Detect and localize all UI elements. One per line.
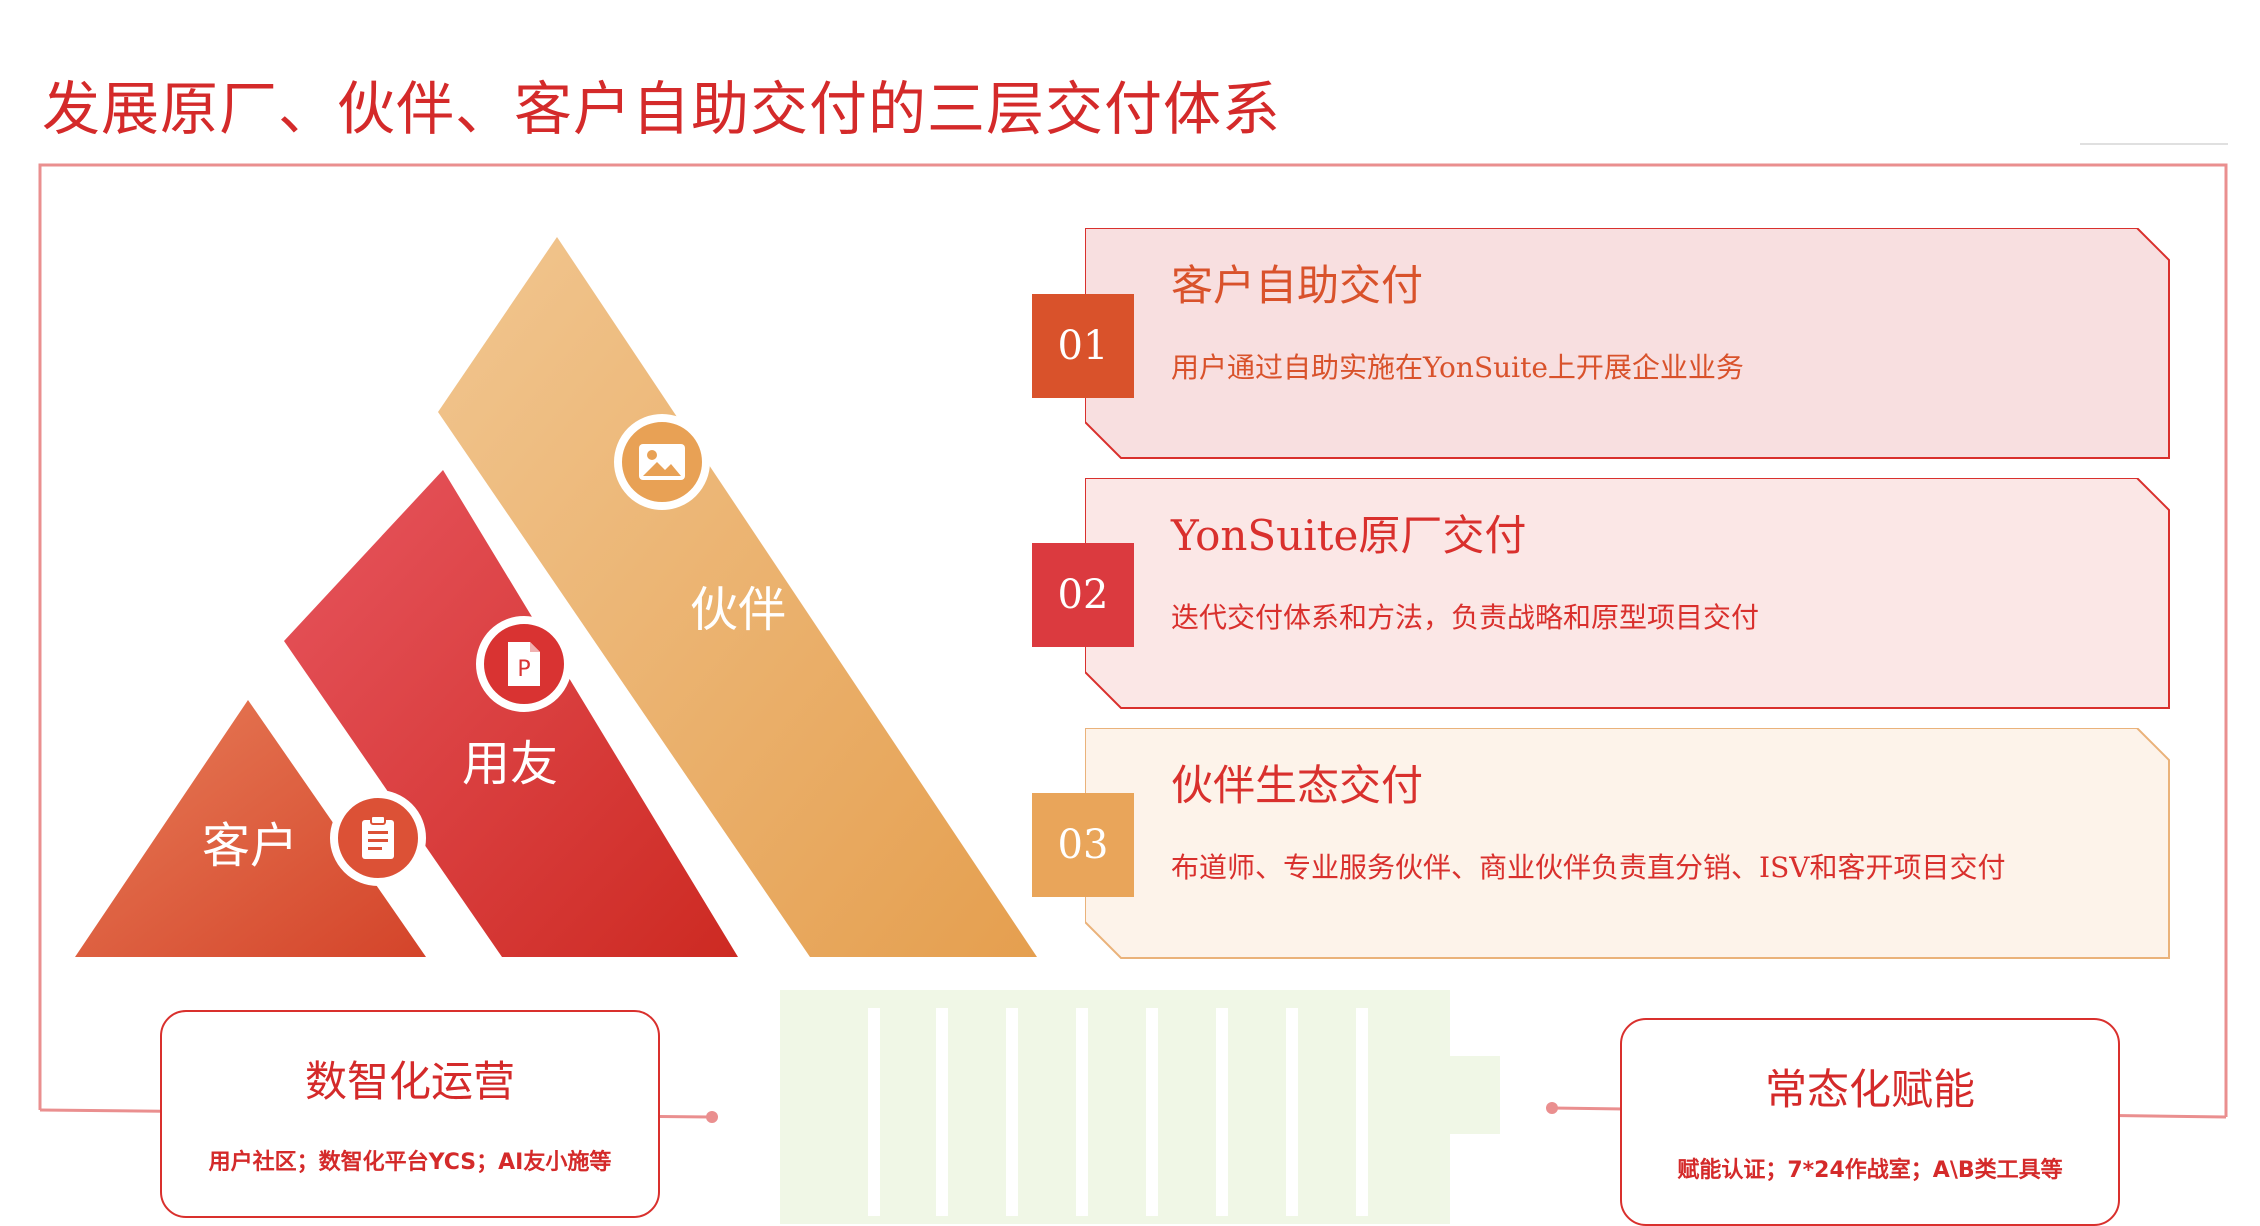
customer-label: 客户	[202, 818, 299, 874]
clipboard-icon	[330, 790, 426, 886]
image-icon	[614, 414, 710, 510]
page-title: 发展原厂、伙伴、客户自助交付的三层交付体系	[42, 75, 1282, 143]
card-partner-ecosystem-delivery: 伙伴生态交付 布道师、专业服务伙伴、商业伙伴负责直分销、ISV和客开项目交付	[1085, 728, 2171, 960]
card-desc: 迭代交付体系和方法，负责战略和原型项目交付	[1171, 601, 1760, 634]
card-title: YonSuite原厂交付	[1171, 511, 1527, 560]
partner-layer	[438, 237, 1037, 957]
card-number-badge: 01	[1032, 294, 1134, 398]
card-number-badge: 03	[1032, 793, 1134, 897]
partner-label: 伙伴	[690, 582, 787, 638]
card-yonsuite-delivery: YonSuite原厂交付 迭代交付体系和方法，负责战略和原型项目交付	[1085, 478, 2171, 710]
customer-layer	[75, 700, 426, 957]
info-desc: 用户社区；数智化平台YCS；AI友小施等	[208, 1150, 612, 1175]
card-title: 伙伴生态交付	[1171, 761, 1424, 810]
normalized-enablement-box: 常态化赋能 赋能认证；7*24作战室；A\B类工具等	[1620, 1018, 2120, 1226]
pyramid-graphic	[75, 237, 1037, 957]
info-title: 数智化运营	[304, 1057, 515, 1106]
info-title: 常态化赋能	[1764, 1065, 1975, 1114]
battery-graphic	[780, 990, 1500, 1224]
digital-operation-box: 数智化运营 用户社区；数智化平台YCS；AI友小施等	[160, 1010, 660, 1218]
card-desc: 布道师、专业服务伙伴、商业伙伴负责直分销、ISV和客开项目交付	[1171, 851, 2006, 884]
info-desc: 赋能认证；7*24作战室；A\B类工具等	[1677, 1158, 2063, 1183]
card-customer-self-delivery: 客户自助交付 用户通过自助实施在YonSuite上开展企业业务	[1085, 228, 2171, 460]
decorative-line	[2080, 143, 2228, 145]
yonyou-label: 用友	[462, 736, 559, 792]
yonyou-layer	[284, 470, 738, 957]
document-p-icon: P	[476, 616, 572, 712]
svg-text:P: P	[517, 657, 530, 682]
card-title: 客户自助交付	[1171, 261, 1424, 310]
card-number-badge: 02	[1032, 543, 1134, 647]
card-desc: 用户通过自助实施在YonSuite上开展企业业务	[1171, 351, 1744, 384]
